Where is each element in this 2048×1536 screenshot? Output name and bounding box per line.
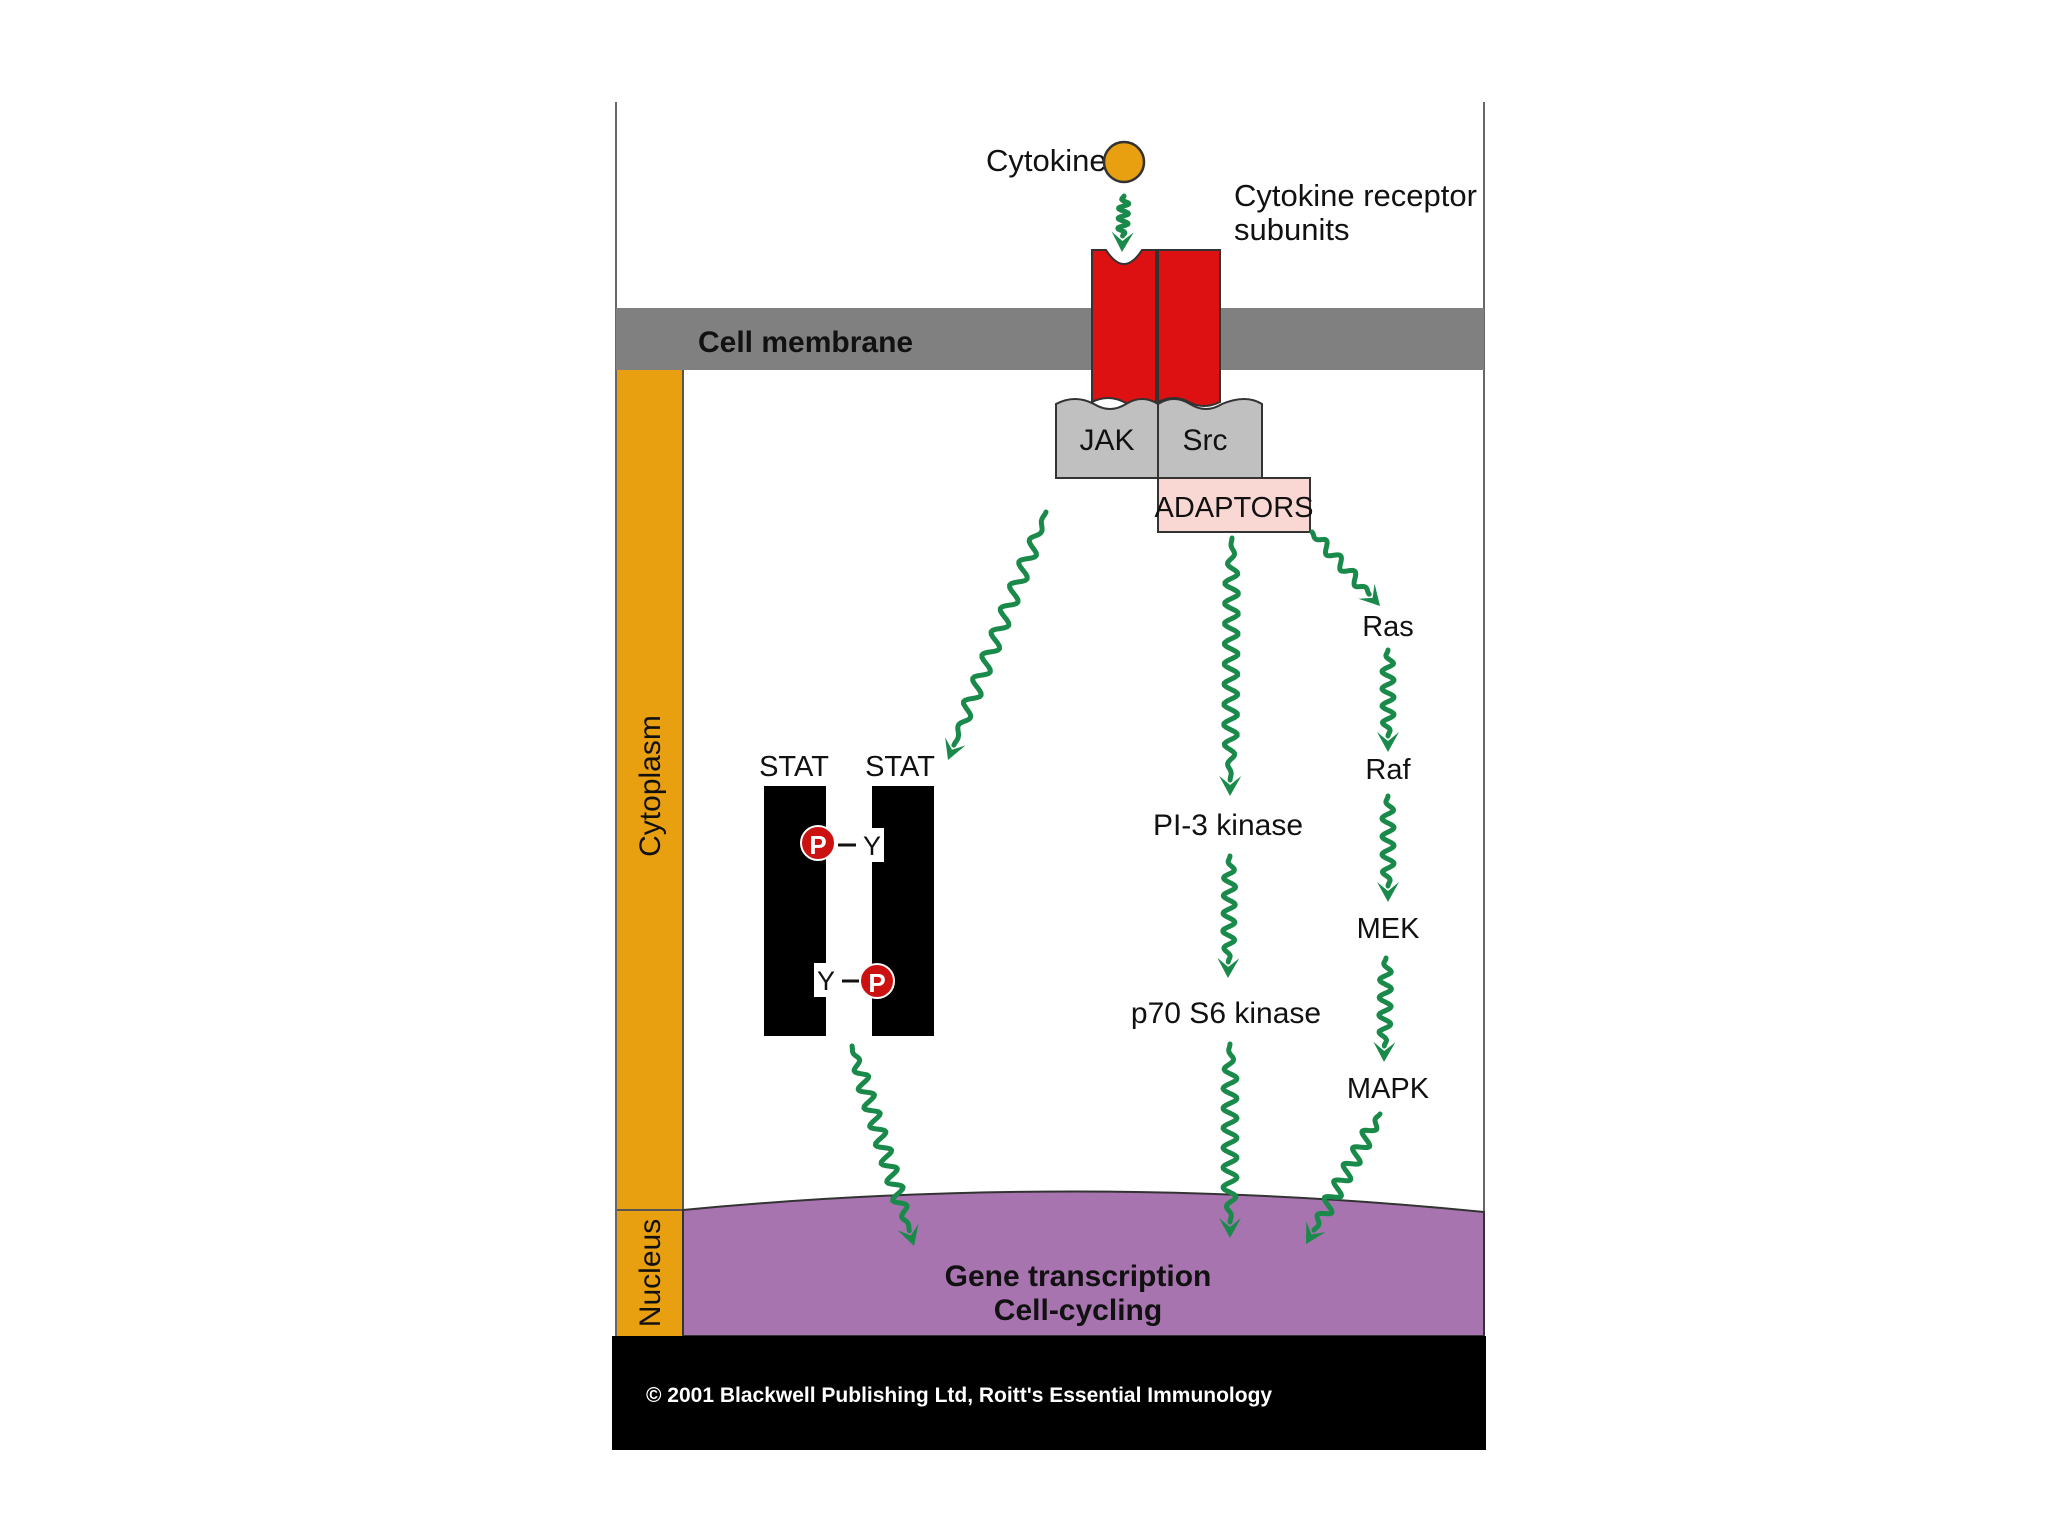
panel-background <box>616 102 1484 1336</box>
jak-label: JAK <box>1079 424 1134 457</box>
arrow-mapk-to-nucleus <box>1311 1111 1383 1233</box>
stat-right-label: STAT <box>865 751 935 783</box>
stat-right-bar <box>872 786 934 1036</box>
phosphate-top-label: P <box>809 830 826 860</box>
src-box <box>1157 398 1263 479</box>
phosphate-top <box>800 825 836 861</box>
arrowhead-jak-to-stat <box>945 737 966 760</box>
stat-left-bar <box>764 786 826 1036</box>
copyright-text: © 2001 Blackwell Publishing Ltd, Roitt's… <box>646 1384 1272 1407</box>
raf-label: Raf <box>1365 754 1411 786</box>
tyrosine-top-label: Y <box>863 831 881 861</box>
nucleus-label: Nucleus <box>634 1219 667 1327</box>
arrowhead-cytokine-to-receptor <box>1111 231 1134 252</box>
arrowhead-ras-to-raf <box>1377 732 1399 752</box>
cell-membrane-label: Cell membrane <box>698 326 913 359</box>
phosphate-bottom-label: P <box>868 968 885 998</box>
adaptors-label: ADAPTORS <box>1154 492 1313 524</box>
pi3-kinase-label: PI-3 kinase <box>1153 809 1303 842</box>
mek-label: MEK <box>1357 913 1421 945</box>
tyrosine-bottom-label: Y <box>817 966 835 996</box>
cytoplasm-label: Cytoplasm <box>634 715 667 857</box>
cell-membrane-band <box>616 308 1484 370</box>
arrowhead-adaptors-to-pi3k <box>1219 775 1242 796</box>
arrowhead-p70-to-nucleus <box>1219 1218 1241 1238</box>
arrow-pi3k-to-p70 <box>1220 853 1238 965</box>
cytokine-label: Cytokine <box>986 143 1107 178</box>
arrow-p70-to-nucleus <box>1220 1041 1240 1225</box>
ras-label: Ras <box>1362 611 1414 643</box>
signal-arrows <box>849 193 1399 1246</box>
arrow-stat-to-nucleus <box>849 1043 912 1234</box>
arrowhead-stat-to-nucleus <box>897 1223 919 1246</box>
nucleus-region <box>682 1190 1485 1337</box>
p70-s6-kinase-label: p70 S6 kinase <box>1131 997 1321 1030</box>
arrowhead-mek-to-mapk <box>1373 1041 1396 1062</box>
cytoplasm-bar <box>617 370 683 1210</box>
arrow-adaptors-to-ras <box>1309 529 1372 597</box>
phosphate-bottom <box>859 963 895 999</box>
stat-left-label: STAT <box>759 751 829 783</box>
jak-box <box>1055 398 1159 479</box>
cytokine-ball <box>1102 140 1146 184</box>
mapk-label: MAPK <box>1347 1073 1430 1105</box>
arrow-raf-to-mek <box>1379 793 1397 889</box>
arrowhead-raf-to-mek <box>1377 882 1399 902</box>
gene-transcription-label: Gene transcription <box>945 1260 1212 1293</box>
arrow-adaptors-to-pi3k <box>1221 535 1241 783</box>
receptor-subunit-right <box>1157 249 1221 407</box>
arrowhead-pi3k-to-p70 <box>1217 957 1240 978</box>
adaptors-box <box>1157 477 1311 533</box>
arrow-cytokine-to-receptor <box>1115 193 1132 239</box>
receptor-label-line1: Cytokine receptor <box>1234 178 1477 213</box>
arrow-ras-to-raf <box>1379 647 1397 739</box>
cell-cycling-label: Cell-cycling <box>994 1294 1162 1327</box>
arrowhead-mapk-to-nucleus <box>1306 1221 1326 1244</box>
footer-bar <box>612 1336 1486 1450</box>
receptor-label-line2: subunits <box>1234 212 1349 247</box>
arrowhead-adaptors-to-ras <box>1358 583 1380 606</box>
src-label: Src <box>1183 424 1228 457</box>
arrow-jak-to-stat <box>951 509 1049 748</box>
nucleus-bar <box>617 1210 683 1336</box>
receptor-subunit-left <box>1091 249 1157 407</box>
arrow-mek-to-mapk <box>1376 955 1394 1049</box>
